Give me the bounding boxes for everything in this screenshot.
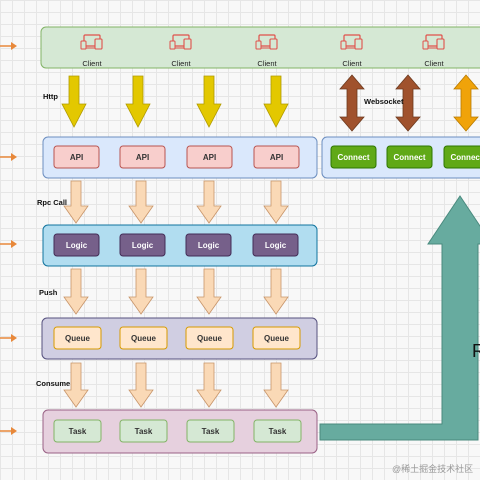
queue-panel (41, 317, 318, 360)
logic-label: Logic (265, 241, 287, 250)
rpc-arrows (63, 180, 289, 224)
right-arrow-icon (0, 42, 17, 50)
http-arrow (263, 75, 289, 128)
consume-arrow (196, 362, 222, 408)
push-arrow (63, 268, 89, 315)
api-box[interactable] (253, 145, 300, 169)
queue-label: Queue (197, 334, 222, 343)
task-label: Task (269, 427, 287, 436)
task-panel (42, 409, 318, 454)
api-box[interactable] (53, 145, 100, 169)
rpc-arrow (196, 180, 222, 224)
push-label: Push (39, 288, 58, 297)
push-arrows (63, 268, 289, 315)
logic-label: Logic (132, 241, 154, 250)
logic-label: Logic (198, 241, 220, 250)
rpc-arrow (263, 180, 289, 224)
queue-box[interactable] (185, 326, 234, 350)
api-label: API (203, 153, 216, 162)
connect-label: Connect (451, 153, 480, 162)
right-arrow-icon (0, 153, 17, 161)
task-box[interactable] (186, 419, 235, 443)
api-label: API (136, 153, 149, 162)
rpc-arrow (128, 180, 154, 224)
logic-box[interactable] (119, 233, 166, 257)
logic-label: Logic (66, 241, 88, 250)
logic-box[interactable] (185, 233, 232, 257)
client-node: Client (169, 34, 192, 68)
task-label: Task (202, 427, 220, 436)
task-label: Task (135, 427, 153, 436)
consume-arrow (128, 362, 154, 408)
connect-label: Connect (338, 153, 370, 162)
rpc-arrow (63, 180, 89, 224)
api-box[interactable] (119, 145, 166, 169)
queue-box[interactable] (252, 326, 301, 350)
websocket-arrow (339, 74, 365, 132)
connect-box[interactable] (443, 145, 480, 169)
right-arrow-icon (0, 334, 17, 342)
websocket-arrow (453, 74, 479, 132)
http-arrows (61, 75, 289, 128)
http-arrow (125, 75, 151, 128)
http-arrow (196, 75, 222, 128)
side-arrows (0, 42, 17, 435)
queue-label: Queue (264, 334, 289, 343)
connect-box[interactable] (330, 145, 377, 169)
client-label: Client (82, 59, 102, 68)
right-arrow-icon (0, 427, 17, 435)
logic-panel (42, 224, 318, 267)
client-node: Client (422, 34, 445, 68)
task-box[interactable] (119, 419, 168, 443)
api-box[interactable] (186, 145, 233, 169)
client-node: Client (80, 34, 103, 68)
http-arrow (61, 75, 87, 128)
queue-group: Queue Queue Queue Queue (53, 326, 301, 350)
connect-group: Connect Connect Connect (330, 145, 480, 169)
queue-label: Queue (131, 334, 156, 343)
connect-label: Connect (394, 153, 426, 162)
push-arrow (196, 268, 222, 315)
queue-label: Queue (65, 334, 90, 343)
rpc-label: Rpc Call (37, 198, 67, 207)
logic-box[interactable] (53, 233, 100, 257)
client-label: Client (257, 59, 277, 68)
right-arrow-icon (0, 240, 17, 248)
api-label: API (70, 153, 83, 162)
client-label: Client (424, 59, 444, 68)
logic-box[interactable] (252, 233, 299, 257)
consume-arrow (263, 362, 289, 408)
connect-box[interactable] (386, 145, 433, 169)
client-node: Client (340, 34, 363, 68)
client-label: Client (342, 59, 362, 68)
logic-group: Logic Logic Logic Logic (53, 233, 299, 257)
consume-arrows (63, 362, 289, 408)
big-elbow-arrow (319, 195, 480, 441)
task-box[interactable] (53, 419, 102, 443)
api-panel (42, 136, 318, 179)
client-label: Client (171, 59, 191, 68)
consume-arrow (63, 362, 89, 408)
client-node: Client (255, 34, 278, 68)
task-label: Task (69, 427, 87, 436)
task-box[interactable] (253, 419, 302, 443)
websocket-arrow (395, 74, 421, 132)
queue-box[interactable] (119, 326, 168, 350)
websocket-label: Websocket (364, 97, 404, 106)
task-group: Task Task Task Task (53, 419, 302, 443)
queue-box[interactable] (53, 326, 102, 350)
api-label: API (270, 153, 283, 162)
consume-label: Consume (36, 379, 70, 388)
client-group: Client Client Client Client Client (80, 34, 445, 68)
api-group: API API API API (53, 145, 300, 169)
websocket-arrows (339, 74, 479, 132)
http-label: Http (43, 92, 58, 101)
right-edge-letter: R (472, 341, 480, 361)
watermark: @稀土掘金技术社区 (392, 463, 473, 474)
push-arrow (263, 268, 289, 315)
push-arrow (128, 268, 154, 315)
